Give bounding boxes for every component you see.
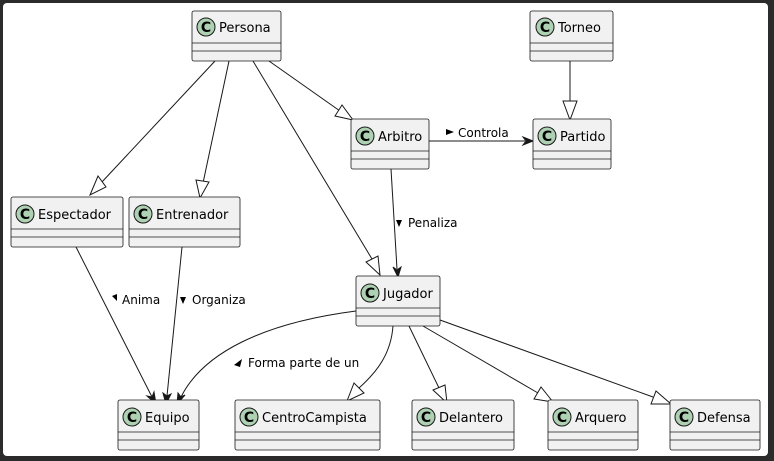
class-entrenador[interactable]: C Entrenador: [128, 196, 241, 248]
class-icon: C: [355, 126, 375, 146]
edge-arbitro-partido: [428, 135, 535, 147]
svg-text:C: C: [244, 410, 254, 426]
svg-text:C: C: [20, 207, 30, 223]
svg-text:Delantero: Delantero: [439, 411, 503, 426]
svg-text:Jugador: Jugador: [382, 287, 433, 302]
edge-persona-jugador: [252, 60, 381, 277]
class-centrocampista[interactable]: C CentroCampista: [234, 399, 381, 451]
class-persona[interactable]: C Persona: [191, 10, 282, 62]
class-icon: C: [15, 204, 35, 224]
svg-text:Espectador: Espectador: [38, 208, 112, 223]
uml-class-diagram: Controla Penaliza Anima Organiza Forma p…: [10, 10, 761, 451]
edge-jugador-defensa: [439, 319, 673, 405]
class-icon: C: [239, 407, 259, 427]
class-torneo[interactable]: C Torneo: [529, 10, 614, 62]
diagram-canvas: Controla Penaliza Anima Organiza Forma p…: [3, 3, 768, 456]
svg-text:C: C: [138, 207, 148, 223]
class-icon: C: [196, 17, 216, 37]
class-icon: C: [674, 407, 694, 427]
edge-jugador-centrocampista: [346, 325, 394, 402]
svg-text:Defensa: Defensa: [697, 411, 751, 426]
svg-text:Partido: Partido: [560, 130, 606, 145]
label-organiza: Organiza: [180, 293, 246, 307]
class-icon: C: [535, 17, 555, 37]
edge-persona-espectador: [89, 60, 216, 197]
class-defensa[interactable]: C Defensa: [669, 399, 761, 451]
svg-text:C: C: [557, 410, 567, 426]
class-arbitro[interactable]: C Arbitro: [350, 118, 430, 170]
class-icon: C: [537, 126, 557, 146]
svg-text:Persona: Persona: [219, 21, 271, 36]
class-icon: C: [133, 204, 153, 224]
svg-text:Forma parte de un: Forma parte de un: [248, 356, 359, 370]
label-anima: Anima: [112, 293, 160, 307]
svg-text:Torneo: Torneo: [557, 21, 601, 36]
label-controla: Controla: [446, 126, 509, 140]
class-espectador[interactable]: C Espectador: [10, 196, 124, 248]
svg-text:C: C: [360, 129, 370, 145]
svg-text:C: C: [421, 410, 431, 426]
svg-text:C: C: [201, 20, 211, 36]
edge-jugador-delantero: [408, 325, 448, 405]
svg-text:Anima: Anima: [122, 293, 160, 307]
svg-text:Controla: Controla: [458, 126, 509, 140]
svg-text:Arquero: Arquero: [575, 411, 627, 426]
edge-arbitro-jugador: [390, 168, 402, 279]
edge-torneo-partido: [562, 61, 578, 122]
edge-persona-entrenador: [195, 60, 230, 200]
svg-text:C: C: [542, 129, 552, 145]
svg-text:Penaliza: Penaliza: [408, 216, 457, 230]
label-penaliza: Penaliza: [396, 216, 457, 230]
svg-text:C: C: [540, 20, 550, 36]
edge-persona-arbitro: [268, 60, 355, 121]
class-icon: C: [360, 283, 380, 303]
label-forma-parte: Forma parte de un: [234, 356, 359, 370]
svg-text:C: C: [127, 410, 137, 426]
class-arquero[interactable]: C Arquero: [547, 399, 639, 451]
svg-text:Arbitro: Arbitro: [378, 130, 422, 145]
class-icon: C: [122, 407, 142, 427]
svg-text:CentroCampista: CentroCampista: [262, 411, 367, 426]
class-icon: C: [552, 407, 572, 427]
class-partido[interactable]: C Partido: [532, 118, 612, 170]
svg-text:Entrenador: Entrenador: [156, 208, 229, 223]
edge-entrenador-equipo: [162, 246, 183, 406]
class-equipo[interactable]: C Equipo: [117, 399, 200, 451]
class-jugador[interactable]: C Jugador: [355, 275, 441, 327]
svg-text:Equipo: Equipo: [145, 411, 190, 426]
edge-jugador-arquero: [422, 325, 555, 403]
edge-espectador-equipo: [75, 246, 157, 406]
class-delantero[interactable]: C Delantero: [411, 399, 515, 451]
svg-text:C: C: [365, 286, 375, 302]
class-icon: C: [416, 407, 436, 427]
svg-text:C: C: [679, 410, 689, 426]
svg-text:Organiza: Organiza: [192, 293, 246, 307]
